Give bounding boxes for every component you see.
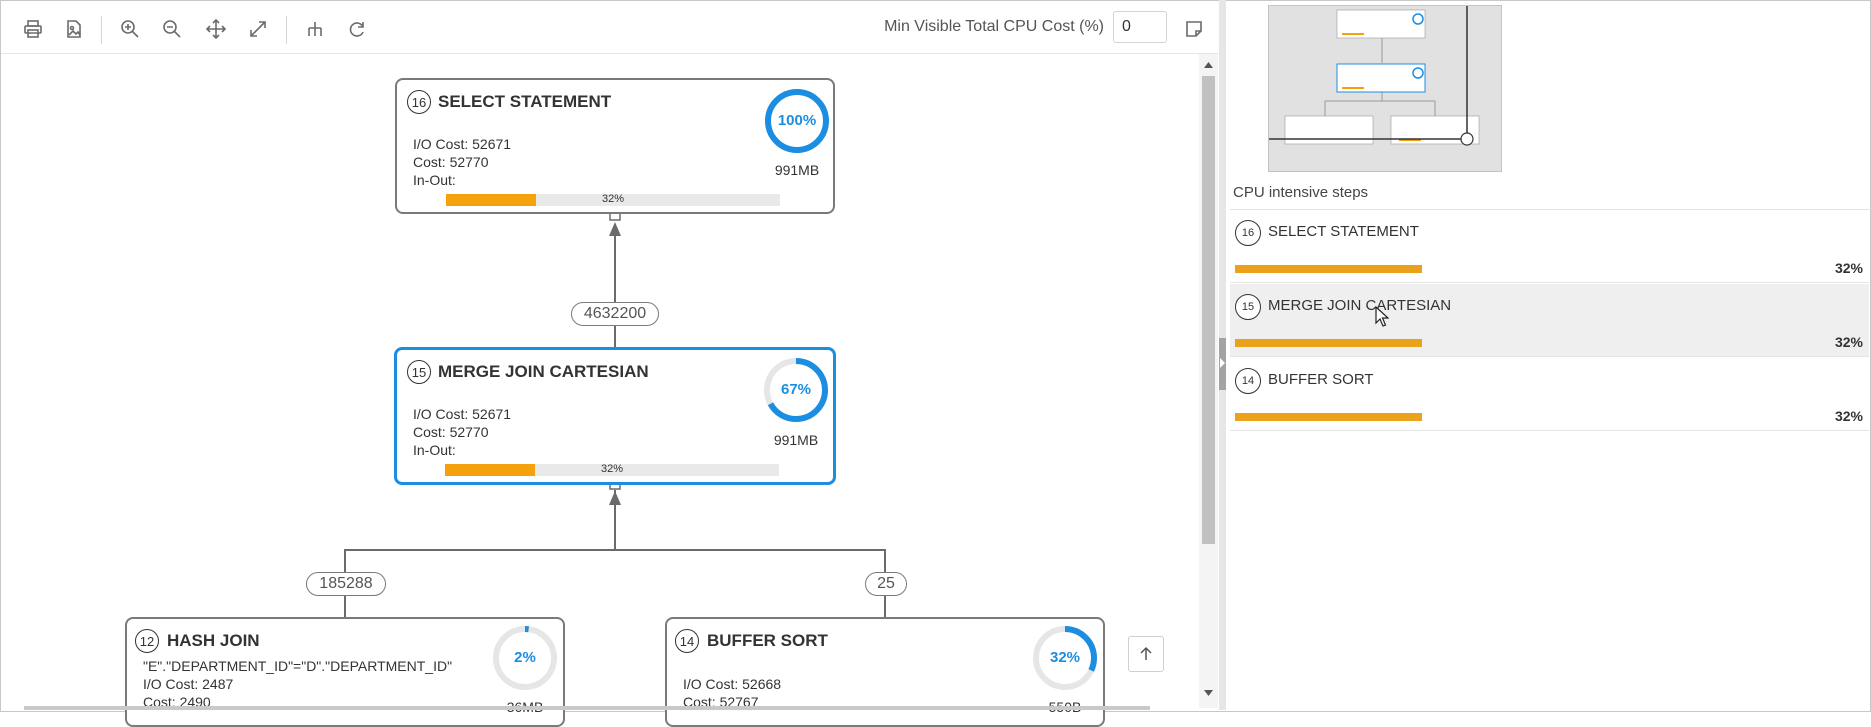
cost-bar-fill (446, 194, 536, 206)
pan-icon (206, 19, 226, 39)
cpu-step-item[interactable]: 14 BUFFER SORT 32% (1230, 358, 1869, 431)
cpu-intensive-steps-title: CPU intensive steps (1233, 184, 1369, 201)
cost-bar: 32% (446, 193, 780, 206)
pan-button[interactable] (201, 14, 231, 44)
node-title: HASH JOIN (167, 631, 260, 650)
plan-node-hash-join[interactable]: 12 HASH JOIN "E"."DEPARTMENT_ID"="D"."DE… (125, 617, 565, 727)
arrow-up-icon (609, 211, 621, 236)
panel-title-divider (1230, 209, 1871, 210)
plan-node-select-statement[interactable]: 16 SELECT STATEMENT I/O Cost: 52671 Cost… (395, 78, 835, 214)
scroll-to-top-button[interactable] (1128, 636, 1164, 672)
cpu-percent: 2% (514, 649, 536, 666)
cpu-donut (765, 89, 829, 153)
node-title: MERGE JOIN CARTESIAN (438, 362, 649, 381)
node-number: 15 (407, 360, 431, 384)
node-title: BUFFER SORT (707, 631, 828, 650)
scroll-down-arrow-icon[interactable] (1204, 690, 1213, 696)
node-number: 16 (407, 90, 431, 114)
step-name: SELECT STATEMENT (1268, 223, 1419, 240)
node-cost: Cost: 52770 (413, 424, 489, 440)
node-in-out: In-Out: (413, 172, 456, 188)
scroll-up-arrow-icon[interactable] (1204, 62, 1213, 68)
refresh-icon (349, 22, 364, 37)
node-in-out: In-Out: (413, 442, 456, 458)
plan-node-buffer-sort[interactable]: 14 BUFFER SORT I/O Cost: 52668 Cost: 527… (665, 617, 1105, 727)
cost-bar: 32% (445, 463, 779, 476)
edge-label-merge-select: 4632200 (571, 302, 659, 326)
step-number: 16 (1235, 220, 1261, 246)
cost-bar-fill (445, 464, 535, 476)
step-name: MERGE JOIN CARTESIAN (1268, 297, 1452, 314)
cpu-donut (493, 626, 557, 690)
note-icon (1186, 21, 1202, 37)
plan-node-merge-join-cartesian[interactable]: 15 MERGE JOIN CARTESIAN I/O Cost: 52671 … (394, 347, 836, 485)
node-io-cost: I/O Cost: 52668 (683, 676, 782, 692)
diagram-overview-minimap[interactable] (1268, 5, 1502, 172)
cpu-donut (764, 358, 828, 422)
edge-children-merge (614, 490, 616, 550)
layout-tree-icon (308, 22, 322, 36)
step-number: 15 (1235, 294, 1261, 320)
toolbar-divider (1, 53, 1218, 54)
export-image-button[interactable] (59, 14, 89, 44)
memory: 991MB (773, 432, 819, 448)
zoom-out-button[interactable] (157, 14, 187, 44)
vertical-scrollbar[interactable] (1199, 54, 1218, 708)
step-name: BUFFER SORT (1268, 371, 1374, 388)
cpu-donut (1033, 626, 1097, 690)
min-cpu-cost-label: Min Visible Total CPU Cost (%) (884, 18, 1104, 35)
step-number: 14 (1235, 368, 1261, 394)
splitter-handle[interactable] (1219, 338, 1226, 390)
toolbar-separator (286, 16, 287, 44)
print-icon (24, 20, 42, 38)
cpu-step-item[interactable]: 16 SELECT STATEMENT 32% (1230, 210, 1869, 283)
edge-merge-select (614, 236, 616, 349)
memory: 991MB (774, 162, 820, 178)
horizontal-scroll-thumb[interactable] (24, 706, 1150, 710)
layout-tree-button[interactable] (300, 14, 330, 44)
cpu-percent: 100% (777, 112, 817, 129)
node-cost: Cost: 52770 (413, 154, 489, 170)
zoom-out-icon (163, 20, 181, 38)
vertical-scroll-thumb[interactable] (1202, 76, 1215, 544)
node-io-cost: I/O Cost: 52671 (413, 136, 512, 152)
export-image-icon (67, 20, 81, 38)
mouse-cursor-icon (1375, 306, 1389, 327)
arrow-up-icon (1140, 646, 1152, 660)
node-number: 12 (135, 629, 159, 653)
edge-label-hash-merge: 185288 (306, 572, 386, 596)
fit-icon (250, 21, 266, 37)
step-cpu-percent: 32% (1834, 334, 1863, 350)
cost-bar-label: 32% (600, 463, 624, 475)
node-io-cost: I/O Cost: 52671 (413, 406, 512, 422)
note-button[interactable] (1179, 14, 1209, 44)
collapse-arrow-icon (1220, 358, 1225, 368)
fit-to-screen-button[interactable] (243, 14, 273, 44)
cpu-percent: 67% (780, 381, 812, 398)
minimap-graphic (1269, 6, 1480, 146)
edge-branch (344, 549, 886, 551)
step-cpu-percent: 32% (1834, 408, 1863, 424)
cost-bar-label: 32% (601, 193, 625, 205)
toolbar-separator (101, 16, 102, 44)
node-number: 14 (675, 629, 699, 653)
print-button[interactable] (18, 14, 48, 44)
step-cpu-percent: 32% (1834, 260, 1863, 276)
edge-label-buffer-merge: 25 (865, 572, 907, 596)
node-title: SELECT STATEMENT (438, 92, 612, 111)
zoom-in-button[interactable] (115, 14, 145, 44)
node-predicate: "E"."DEPARTMENT_ID"="D"."DEPARTMENT_ID" (143, 658, 453, 674)
zoom-in-icon (121, 20, 139, 38)
cpu-step-item[interactable]: 15 MERGE JOIN CARTESIAN 32% (1230, 284, 1869, 357)
refresh-button[interactable] (342, 14, 372, 44)
node-io-cost: I/O Cost: 2487 (143, 676, 234, 692)
step-cpu-bar (1235, 413, 1422, 421)
step-cpu-bar (1235, 265, 1422, 273)
cpu-percent: 32% (1049, 649, 1081, 666)
step-cpu-bar (1235, 339, 1422, 347)
min-cpu-cost-input[interactable] (1113, 11, 1167, 43)
